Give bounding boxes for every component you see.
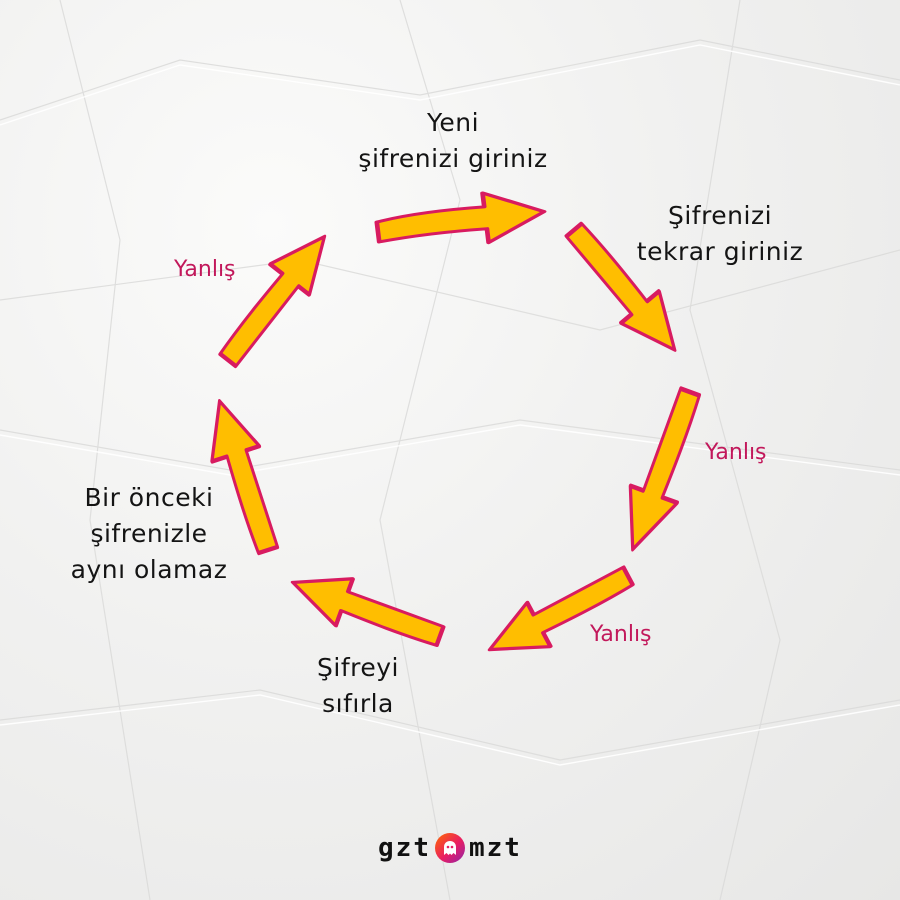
- node-same-as-previous-line-3: aynı olamaz: [70, 555, 228, 584]
- brand-logo: gzt mzt: [360, 826, 540, 870]
- node-repeat-password-line-1: Şifrenizi: [667, 201, 773, 230]
- arrow-left: [210, 398, 280, 556]
- arrow-top: [374, 191, 547, 245]
- arrow-upper-left: [218, 234, 327, 369]
- arrow-upper-right: [564, 221, 677, 352]
- arrow-lower-right: [487, 565, 635, 652]
- node-reset-password-line-1: Şifreyi: [317, 653, 399, 682]
- node-new-password: Yeni şifrenizi giriniz: [348, 105, 558, 177]
- logo-text-right: mzt: [469, 833, 522, 863]
- node-same-as-previous-line-2: şifrenizle: [90, 519, 208, 548]
- edge-label-bottom: Yanlış: [590, 622, 652, 647]
- node-new-password-line-1: Yeni: [426, 108, 480, 137]
- logo-text-left: gzt: [378, 833, 431, 863]
- ghost-icon: [435, 833, 465, 863]
- node-same-as-previous-line-1: Bir önceki: [84, 483, 214, 512]
- arrow-right: [628, 386, 702, 552]
- node-repeat-password: Şifrenizi tekrar giriniz: [622, 198, 818, 270]
- arrow-bottom: [290, 577, 446, 647]
- node-reset-password-line-2: sıfırla: [322, 689, 394, 718]
- node-reset-password: Şifreyi sıfırla: [298, 650, 418, 722]
- edge-label-right: Yanlış: [705, 440, 767, 465]
- node-repeat-password-line-2: tekrar giriniz: [636, 237, 804, 266]
- node-new-password-line-2: şifrenizi giriniz: [358, 144, 548, 173]
- edge-label-top-left: Yanlış: [174, 257, 236, 282]
- node-same-as-previous: Bir önceki şifrenizle aynı olamaz: [54, 480, 244, 588]
